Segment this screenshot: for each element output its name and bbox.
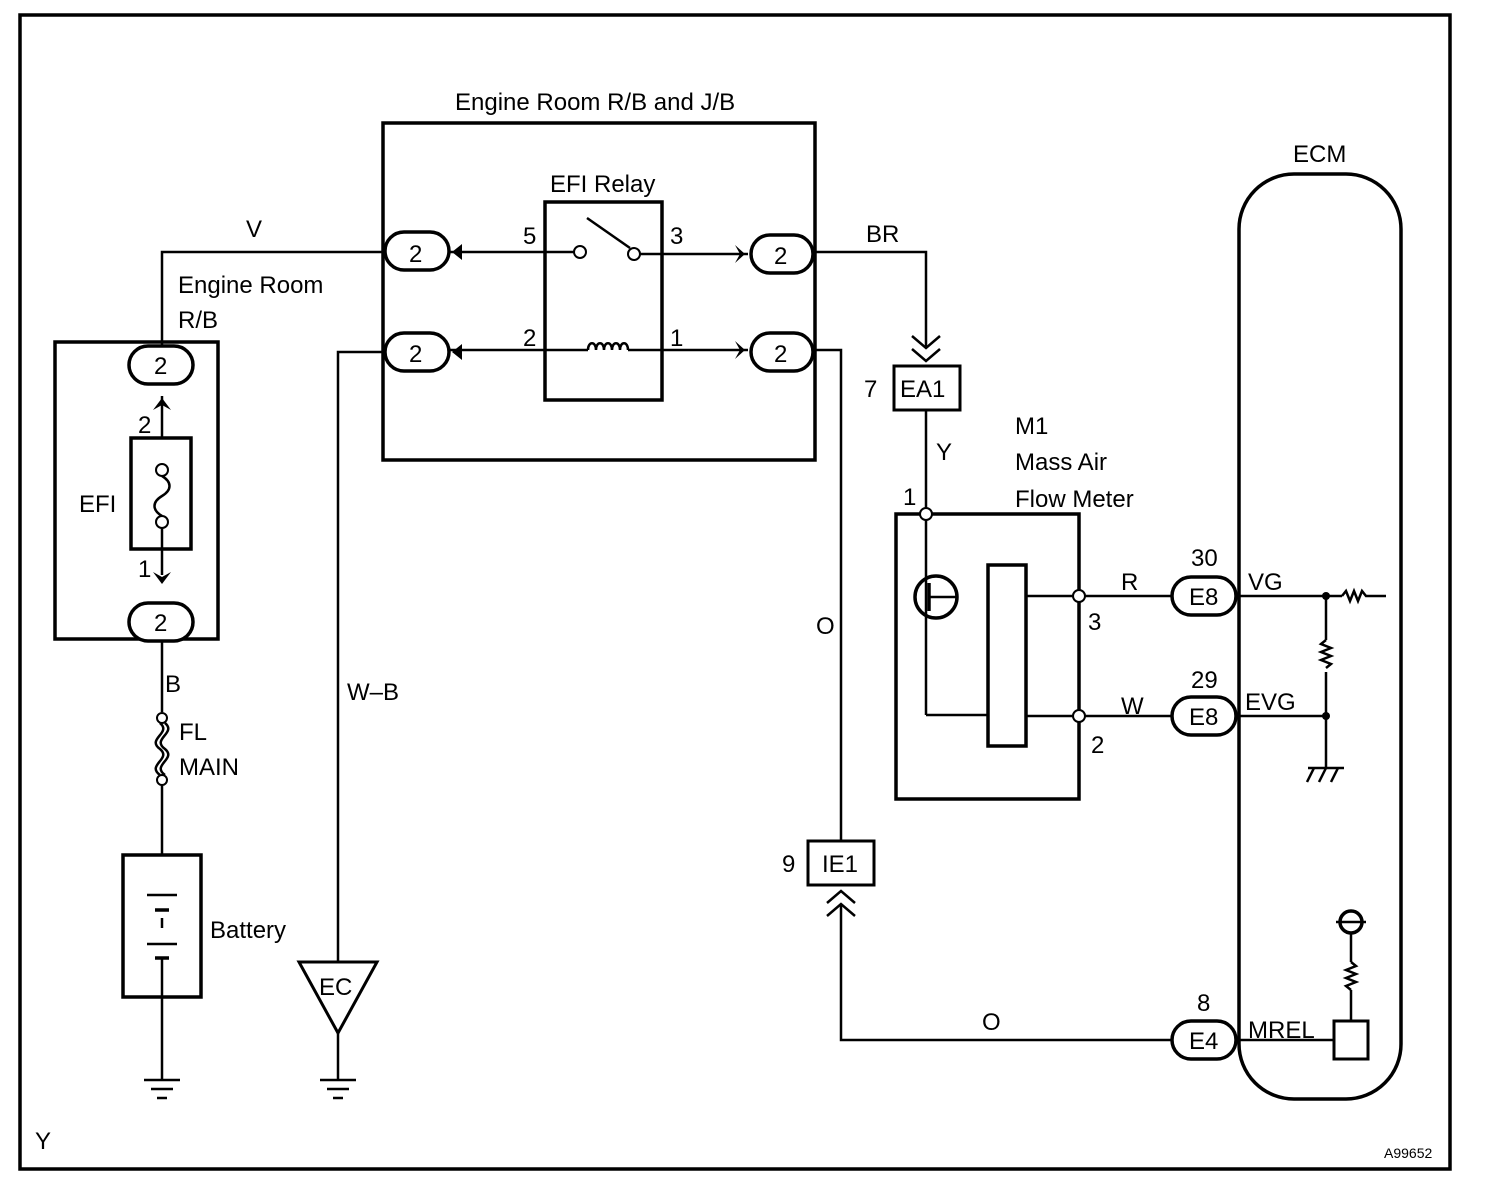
svg-text:E4: E4 <box>1189 1028 1218 1055</box>
wire-color-v: V <box>246 216 262 243</box>
ecm-internal-mrel-circuit <box>1236 909 1370 1061</box>
battery-symbol <box>147 893 177 997</box>
maf-terminal-2 <box>1072 709 1086 723</box>
engine-room-rb-label-2: R/B <box>178 307 218 334</box>
ecm-connector-e8-evg: E8 <box>1170 695 1238 737</box>
relay-coil-symbol <box>448 342 748 352</box>
svg-text:2: 2 <box>154 610 167 637</box>
connector-ea1-label: EA1 <box>900 376 945 403</box>
relay-pin-5: 5 <box>523 223 536 250</box>
wire-color-r: R <box>1121 569 1138 596</box>
svg-text:2: 2 <box>154 353 167 380</box>
wire-color-y: Y <box>936 439 952 466</box>
ecm-terminal-evg: EVG <box>1245 689 1296 716</box>
battery-ground-icon <box>144 997 180 1100</box>
ecm-box <box>1237 172 1403 1101</box>
jb-connector-right-bottom: 2 <box>735 331 815 373</box>
fl-main-label-1: FL <box>179 719 207 746</box>
wire-color-br: BR <box>866 221 899 248</box>
ie1-connector-arrow <box>826 889 856 917</box>
svg-text:E8: E8 <box>1189 584 1218 611</box>
ea1-connector-arrow <box>911 335 941 363</box>
efi-relay-box <box>543 200 664 402</box>
jb-connector-left-bottom: 2 <box>383 331 462 373</box>
rb-connector-top: 2 <box>127 344 195 386</box>
fusible-link-symbol <box>154 712 170 786</box>
maf-name-label: Mass Air <box>1015 449 1107 476</box>
mass-air-flow-meter-box <box>894 512 1081 801</box>
connector-ie1-pin: 9 <box>782 851 795 878</box>
jb-connector-right-top: 2 <box>735 233 815 275</box>
engine-room-rb-label: Engine Room <box>178 272 323 299</box>
fuse-terminal-arrow-bottom <box>153 572 171 584</box>
wire-o-lower <box>839 905 1172 1042</box>
connector-ie1-label: IE1 <box>822 851 858 878</box>
relay-pin-3: 3 <box>670 223 683 250</box>
maf-id-label: M1 <box>1015 413 1048 440</box>
svg-text:E8: E8 <box>1189 704 1218 731</box>
ecm-pin-29: 29 <box>1191 667 1218 694</box>
efi-fuse-symbol <box>153 463 171 529</box>
maf-pin-1: 1 <box>903 484 916 511</box>
wire-v <box>160 250 385 346</box>
ecm-pin-8: 8 <box>1197 990 1210 1017</box>
ground-point-ec <box>296 960 380 1037</box>
ecm-ground-icon <box>1305 766 1344 783</box>
ecm-label: ECM <box>1293 141 1346 168</box>
maf-sensor-element <box>913 520 1073 748</box>
diagram-frame <box>18 13 1452 1171</box>
ecm-internal-vg-circuit <box>1236 587 1386 768</box>
fuse-pin-2: 2 <box>138 412 151 439</box>
svg-text:2: 2 <box>774 243 787 270</box>
maf-terminal-3 <box>1072 589 1086 603</box>
ec-ground-icon <box>320 1033 356 1100</box>
fl-main-label-2: MAIN <box>179 754 239 781</box>
jb-connector-left-top: 2 <box>383 230 462 272</box>
svg-text:2: 2 <box>774 341 787 368</box>
connector-ea1-pin: 7 <box>864 376 877 403</box>
wire-color-b: B <box>165 671 181 698</box>
wire-br <box>813 250 928 348</box>
maf-pin-3: 3 <box>1088 609 1101 636</box>
relay-switch-symbol <box>448 216 748 261</box>
fuse-pin-1: 1 <box>138 556 151 583</box>
battery-label: Battery <box>210 917 286 944</box>
maf-name-label-2: Flow Meter <box>1015 486 1134 513</box>
svg-text:2: 2 <box>409 341 422 368</box>
junction-block-box <box>381 121 817 462</box>
svg-text:2: 2 <box>409 241 422 268</box>
ecm-pin-30: 30 <box>1191 545 1218 572</box>
wire-wb <box>336 350 385 962</box>
rb-connector-bottom: 2 <box>127 601 195 643</box>
maf-terminal-1 <box>919 507 933 521</box>
junction-block-title: Engine Room R/B and J/B <box>455 89 735 116</box>
wire-color-o-upper: O <box>816 613 835 640</box>
ecm-terminal-vg: VG <box>1248 569 1283 596</box>
ground-point-ec-label: EC <box>319 974 352 1001</box>
ecm-connector-e8-vg: E8 <box>1170 575 1238 617</box>
corner-label-y: Y <box>35 1128 51 1155</box>
ecm-connector-e4: E4 <box>1170 1019 1238 1061</box>
relay-pin-1: 1 <box>670 325 683 352</box>
wire-color-wb: W–B <box>347 679 399 706</box>
figure-id: A99652 <box>1384 1145 1432 1161</box>
efi-relay-label: EFI Relay <box>550 171 655 198</box>
maf-pin-2: 2 <box>1091 732 1104 759</box>
wire-color-w: W <box>1121 693 1144 720</box>
efi-fuse-label: EFI <box>79 491 116 518</box>
relay-pin-2: 2 <box>523 325 536 352</box>
wire-o-upper <box>813 348 843 841</box>
wire-color-o-lower: O <box>982 1009 1001 1036</box>
connector-ie1 <box>806 839 876 887</box>
